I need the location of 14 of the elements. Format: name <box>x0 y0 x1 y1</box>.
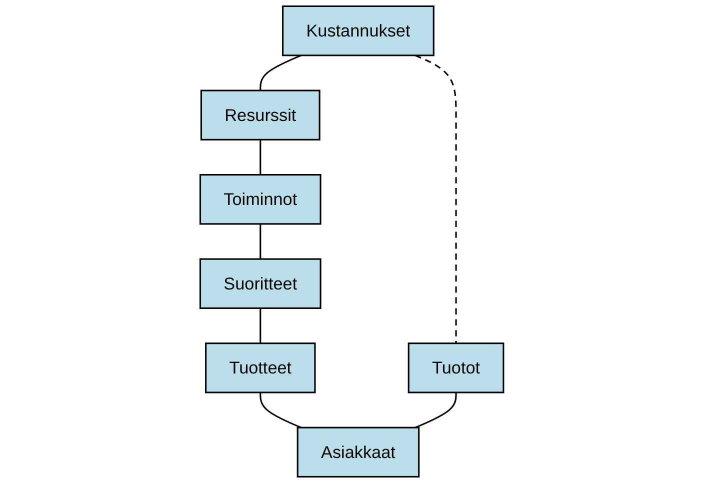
node-box: Kustannukset <box>282 5 435 56</box>
connector <box>415 392 457 428</box>
connector <box>260 392 302 428</box>
connector <box>260 308 262 344</box>
connector <box>260 54 302 90</box>
connector <box>260 224 262 260</box>
node-box: Suoritteet <box>200 258 322 309</box>
node-box: Tuotot <box>408 342 504 394</box>
node-box: Resurssit <box>200 90 320 140</box>
node-box: Asiakkaat <box>296 426 420 478</box>
node-box: Toiminnot <box>200 174 322 225</box>
connector <box>260 140 262 175</box>
node-box: Tuotteet <box>205 342 316 394</box>
connector <box>415 54 457 344</box>
